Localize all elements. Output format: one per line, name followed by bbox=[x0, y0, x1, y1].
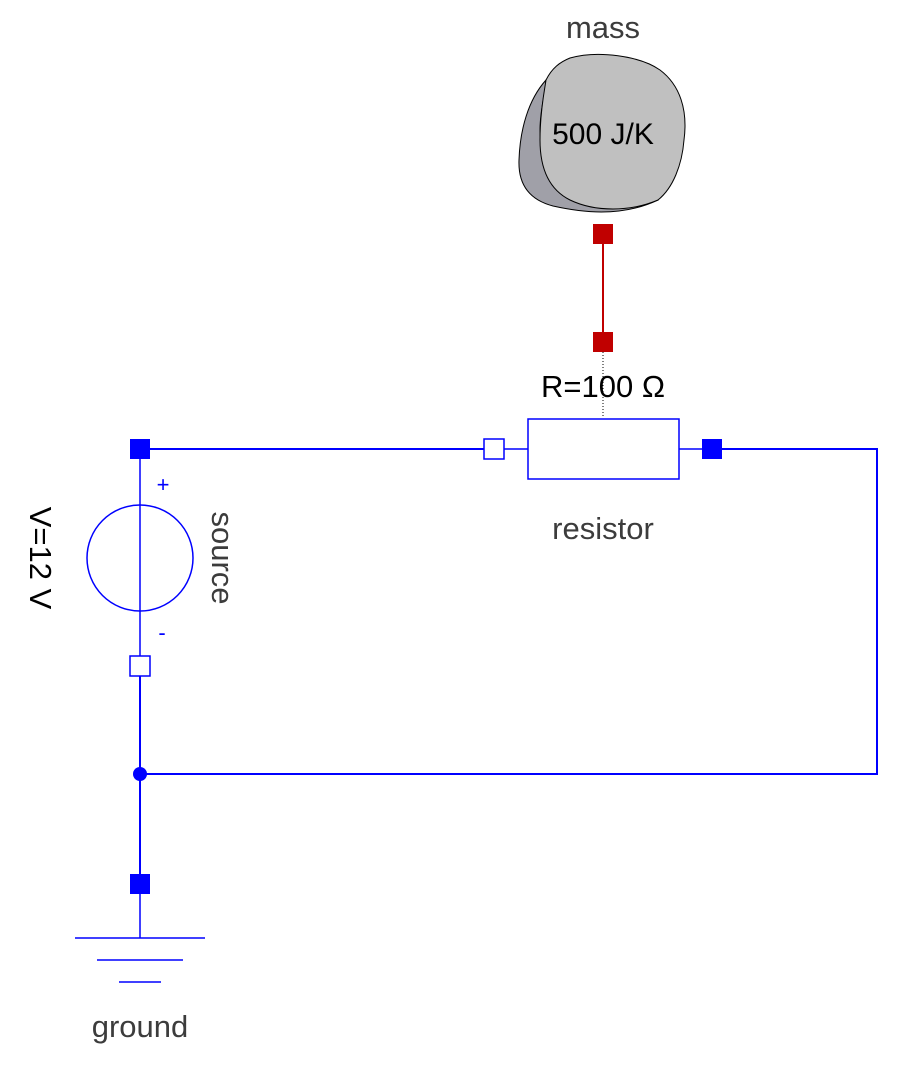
source-name-label: source bbox=[205, 511, 240, 604]
mass-capacity-label: 500 J/K bbox=[552, 118, 654, 151]
wire-resistor-to-return bbox=[140, 448, 878, 775]
resistor-heat-port[interactable] bbox=[593, 332, 613, 352]
source-voltage-label: V=12 V bbox=[23, 507, 58, 610]
resistor-pin-p[interactable] bbox=[483, 438, 505, 460]
heat-capacitor-mass[interactable]: 500 J/K bbox=[518, 53, 686, 213]
mass-heat-port[interactable] bbox=[593, 224, 613, 244]
resistor-pin-n[interactable] bbox=[702, 439, 722, 459]
source-minus-sign: - bbox=[158, 620, 165, 645]
mass-name-label: mass bbox=[566, 10, 640, 45]
source-plus-sign: + bbox=[157, 472, 170, 497]
junction-dot bbox=[133, 767, 147, 781]
resistor-value-label: R=100 Ω bbox=[541, 369, 665, 404]
source-pin-p[interactable] bbox=[130, 439, 150, 459]
ground-name-label: ground bbox=[92, 1009, 189, 1044]
mass-body-shape bbox=[539, 53, 686, 210]
ground[interactable] bbox=[75, 894, 205, 983]
source-pin-n[interactable] bbox=[129, 655, 151, 677]
ground-pin[interactable] bbox=[130, 874, 150, 894]
resistor-body bbox=[527, 418, 680, 480]
resistor-name-label: resistor bbox=[552, 511, 654, 546]
voltage-source[interactable]: + - bbox=[86, 459, 194, 656]
resistor[interactable] bbox=[503, 418, 702, 480]
